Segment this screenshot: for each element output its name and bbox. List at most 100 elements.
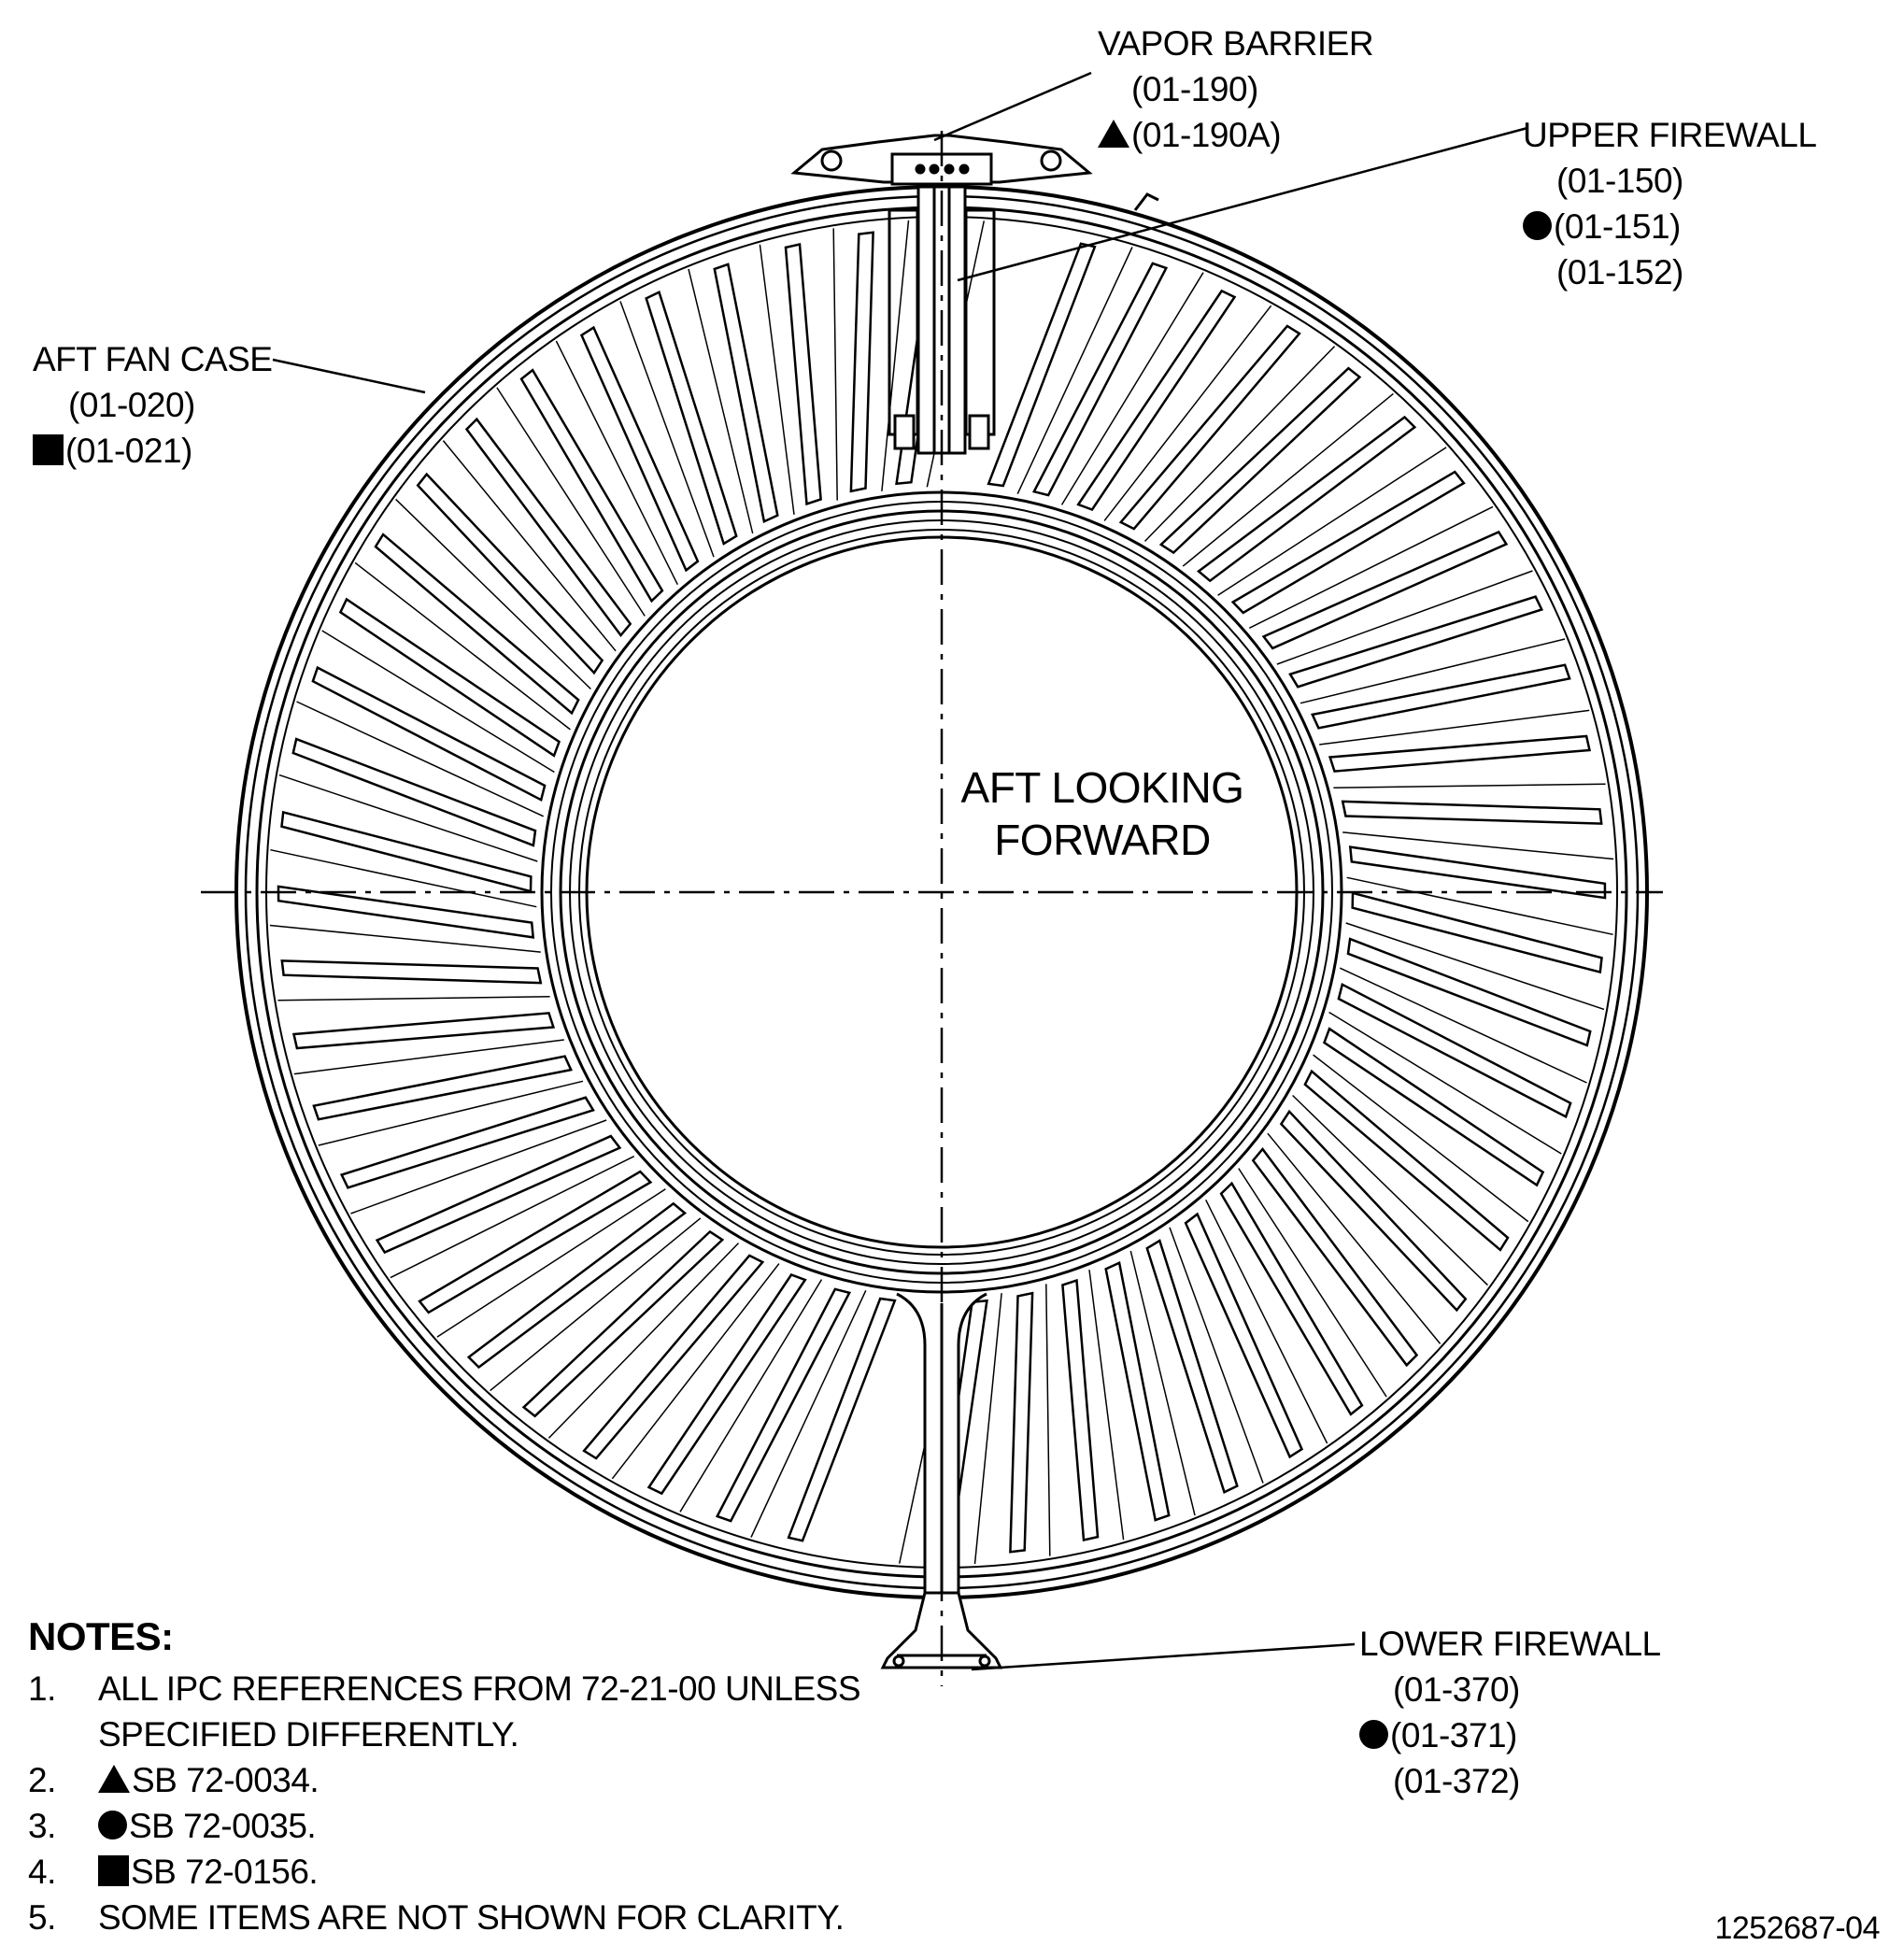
vapor-barrier-ref: (01-190A) <box>1131 116 1282 154</box>
vapor-barrier-title: VAPOR BARRIER <box>1098 24 1374 63</box>
upper-firewall-title: UPPER FIREWALL <box>1523 116 1817 154</box>
stator-vane <box>713 263 779 523</box>
figure-id: 1252687-04 <box>1714 1910 1880 1946</box>
vane-separator <box>1205 1199 1328 1444</box>
vane-separator <box>1333 783 1606 788</box>
aft-fan-case-ref: (01-020) <box>68 386 195 424</box>
vane-separator <box>1292 1094 1488 1286</box>
stator-vane <box>1351 891 1603 974</box>
circle-symbol-icon <box>1523 210 1552 240</box>
vane-separator <box>1313 1054 1529 1223</box>
stator-vane <box>1196 415 1417 583</box>
stator-vane <box>1145 1239 1239 1495</box>
vane-separator <box>321 630 555 774</box>
note-text: SOME ITEMS ARE NOT SHOWN FOR CLARITY. <box>98 1898 845 1937</box>
note-number: 5. <box>28 1898 56 1937</box>
stator-vane <box>715 1287 852 1523</box>
stator-vane <box>1346 937 1592 1047</box>
note-item: 1. ALL IPC REFERENCES FROM 72-21-00 UNLE… <box>28 1666 861 1757</box>
stator-vane <box>416 472 604 675</box>
vane-separator <box>390 1156 635 1279</box>
stator-vane <box>291 737 537 847</box>
vapor-barrier-callout: VAPOR BARRIER (01-190) (01-190A) <box>1098 21 1374 158</box>
square-symbol-icon <box>98 1854 129 1886</box>
stator-vane <box>280 959 543 985</box>
note-number: 3. <box>28 1807 56 1845</box>
note-item: 3. SB 72-0035. <box>28 1803 860 1849</box>
leader-lines <box>272 71 1528 1671</box>
vane-separator <box>973 1293 1002 1565</box>
vane-separator <box>619 301 715 558</box>
lower-firewall-ref: (01-372) <box>1393 1762 1520 1800</box>
vane-separator <box>1060 272 1204 505</box>
stator-vane <box>1076 289 1237 512</box>
note-text: SB 72-0034. <box>132 1761 320 1799</box>
stator-vane <box>312 1055 573 1121</box>
note-number: 1. <box>28 1669 56 1708</box>
stator-vane <box>277 885 535 939</box>
vane-separator <box>750 1289 867 1538</box>
vane-separator <box>1328 1011 1562 1155</box>
stator-vanes <box>269 220 1614 1565</box>
vane-separator <box>293 1039 564 1075</box>
lower-firewall-ref: (01-370) <box>1393 1670 1520 1709</box>
vane-separator <box>1088 1270 1125 1541</box>
stator-vane <box>849 231 874 493</box>
stator-vane <box>787 1297 897 1542</box>
vane-separator <box>395 498 591 690</box>
note-item: 5. SOME ITEMS ARE NOT SHOWN FOR CLARITY. <box>28 1895 860 1940</box>
circle-symbol-icon <box>1359 1719 1388 1749</box>
vane-separator <box>1345 922 1605 1011</box>
vane-separator <box>269 924 541 953</box>
stator-vane <box>1288 595 1544 689</box>
stator-vane <box>987 242 1097 488</box>
upper-firewall-ref: (01-151) <box>1554 207 1681 246</box>
view-label-line-1: AFT LOOKING <box>960 763 1244 812</box>
vane-separator <box>278 774 538 862</box>
upper-firewall-ref: (01-152) <box>1556 253 1683 291</box>
vane-separator <box>1319 709 1590 746</box>
upper-firewall-strut <box>888 185 996 455</box>
stator-vane <box>1230 470 1466 615</box>
stator-vane <box>646 1272 807 1496</box>
stator-vane <box>1184 1212 1304 1459</box>
triangle-symbol-icon <box>1098 120 1129 149</box>
vane-separator <box>1103 305 1272 521</box>
vane-separator <box>436 1188 666 1338</box>
vane-separator <box>350 1119 607 1214</box>
stator-vane <box>1279 1109 1468 1313</box>
lower-firewall-callout: LOWER FIREWALL (01-370) (01-371) (01-372… <box>1359 1621 1661 1804</box>
note-item: 2. SB 72-0034. <box>28 1757 860 1803</box>
vane-separator <box>1143 346 1336 542</box>
note-number: 4. <box>28 1853 56 1891</box>
vane-separator <box>1016 247 1133 495</box>
vane-separator <box>1276 570 1533 665</box>
stator-vane <box>374 533 580 716</box>
vane-separator <box>296 701 545 817</box>
stator-vane <box>1261 530 1509 650</box>
vane-separator <box>490 1217 702 1392</box>
vane-separator <box>759 244 795 515</box>
vane-separator <box>270 848 537 908</box>
stator-vane <box>645 290 738 546</box>
stator-vane <box>1322 1027 1545 1187</box>
vane-separator <box>881 220 910 491</box>
vane-separator <box>1217 447 1447 596</box>
stator-vane <box>1061 1278 1100 1542</box>
stator-vane <box>519 368 664 604</box>
vane-separator <box>1300 638 1566 704</box>
vane-separator <box>1238 1168 1387 1398</box>
vane-separator <box>277 996 550 1001</box>
vane-separator <box>1045 1284 1051 1556</box>
note-text: ALL IPC REFERENCES FROM 72-21-00 UNLESS … <box>98 1669 861 1754</box>
stator-vane <box>1104 1261 1171 1522</box>
note-text: SB 72-0156. <box>131 1853 319 1891</box>
stator-vane <box>375 1134 622 1255</box>
stator-vane <box>291 1012 556 1050</box>
stator-vane <box>521 1229 725 1418</box>
vane-separator <box>1169 1227 1264 1484</box>
stator-vane <box>466 1201 688 1370</box>
stator-vane <box>1341 800 1603 825</box>
vane-separator <box>832 228 838 501</box>
